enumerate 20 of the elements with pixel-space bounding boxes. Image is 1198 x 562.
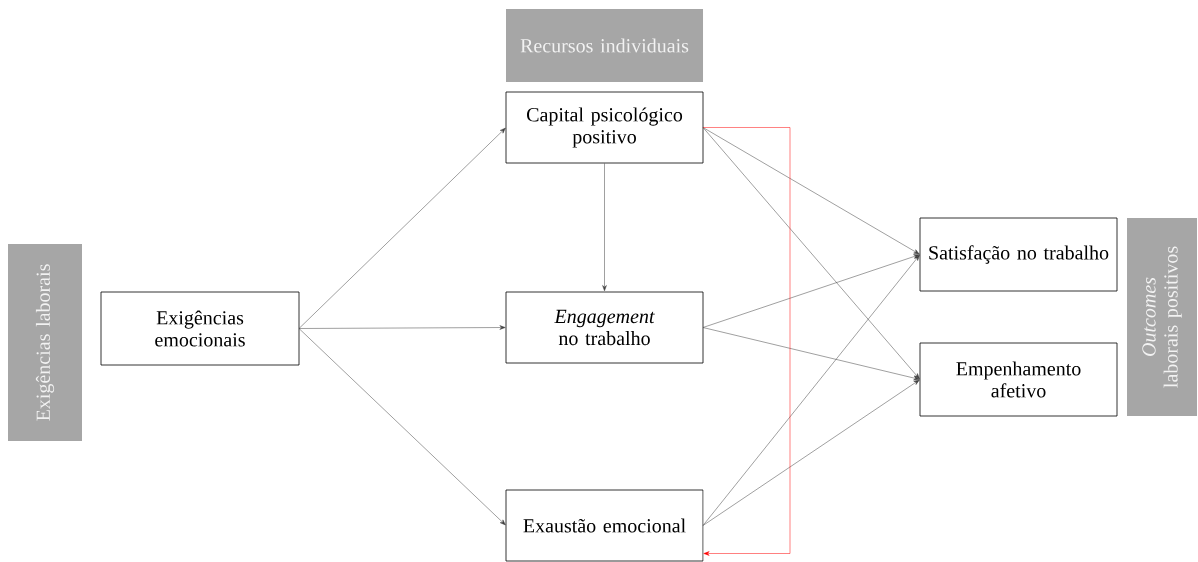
arrow [702,254,920,526]
concept-box: Exaustão emocional [505,489,704,562]
arrow [298,127,506,329]
category-band: Exigências laborais [8,244,82,441]
concept-box: Engagement no trabalho [505,291,704,364]
arrow [702,254,920,328]
arrow [298,328,506,526]
arrow [602,163,607,292]
concept-box: Empenhamento afetivo [919,342,1118,417]
arrow [298,325,506,330]
category-band: Recursos individuais [506,9,703,82]
arrow [702,379,920,526]
arrow [702,127,791,556]
category-band: Outcomes laborais positivos [1127,218,1197,416]
arrow [702,127,920,255]
concept-box: Satisfação no trabalho [919,217,1118,292]
concept-box: Exigências emocionais [100,291,300,366]
arrow [702,327,920,381]
arrow [702,127,920,380]
concept-box: Capital psicológico positivo [505,91,704,164]
